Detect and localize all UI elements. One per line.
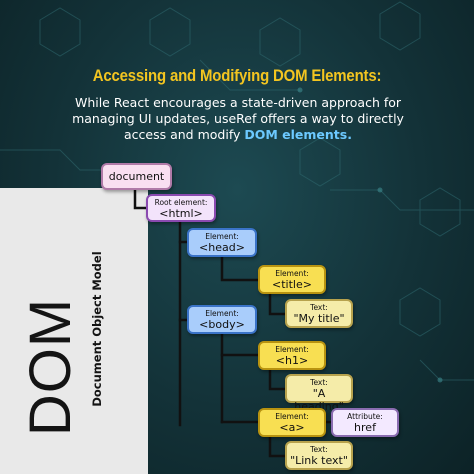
connector-head-title bbox=[220, 255, 261, 282]
connector-document-html bbox=[133, 188, 149, 210]
node-head: Element: <head> bbox=[187, 228, 257, 257]
node-body: Element: <body> bbox=[187, 305, 257, 334]
intro-end: . bbox=[347, 127, 352, 142]
node-a-element: Element: <a> bbox=[258, 408, 326, 437]
intro-paragraph: While React encourages a state-driven ap… bbox=[58, 95, 418, 143]
node-a-text: Text: "Link text" bbox=[285, 441, 353, 470]
intro-highlight: DOM elements bbox=[244, 127, 348, 142]
intro-text: While React encourages a state-driven ap… bbox=[72, 95, 404, 142]
node-title-text: Text: "My title" bbox=[285, 299, 353, 328]
page-title: Accessing and Modifying DOM Elements: bbox=[92, 66, 382, 85]
node-a-attribute: Attribute: href bbox=[331, 408, 399, 437]
connector-title-text bbox=[268, 292, 288, 316]
node-h1-element: Element: <h1> bbox=[258, 341, 326, 370]
connector-h1-text bbox=[268, 368, 288, 391]
node-h1-text: Text: "A heading" bbox=[285, 374, 353, 413]
node-title-element: Element: <title> bbox=[258, 265, 326, 294]
node-document: document bbox=[101, 163, 172, 190]
connector-a-text bbox=[268, 435, 288, 458]
dom-side-panel bbox=[0, 188, 148, 474]
node-html: Root element: <html> bbox=[146, 194, 216, 222]
